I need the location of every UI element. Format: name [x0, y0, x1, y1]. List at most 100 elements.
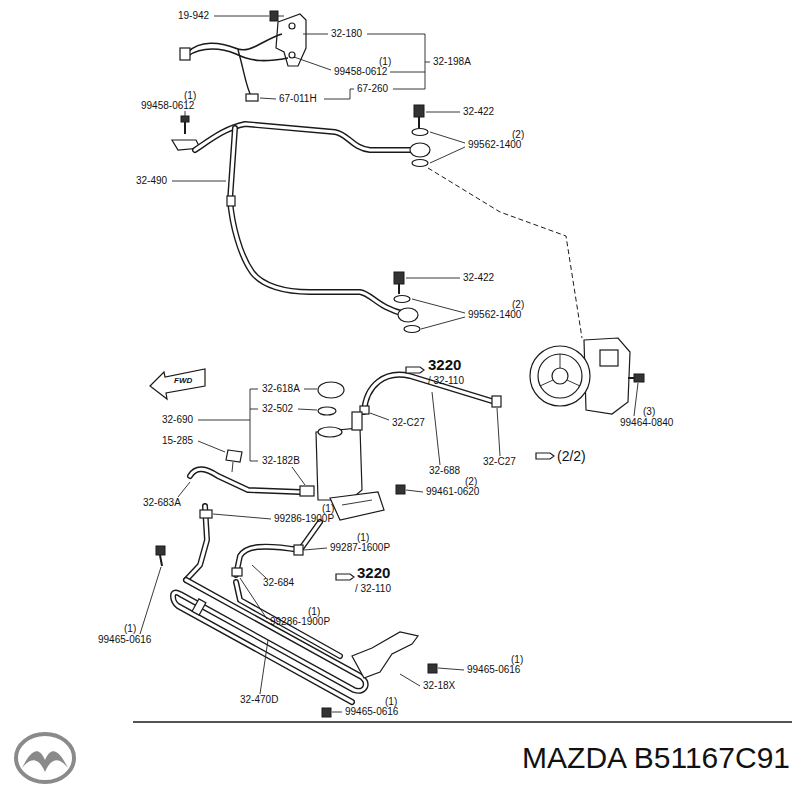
part-outline: [414, 105, 424, 117]
quantity-mark: (2/2): [557, 449, 586, 463]
part-outline: [316, 428, 362, 500]
part-number: 99465-0616: [98, 635, 151, 645]
part-outline: [230, 128, 405, 314]
leader-line: [406, 490, 423, 492]
part-outline: [394, 296, 410, 303]
part-outline: [398, 284, 400, 294]
part-outline: [22, 751, 68, 772]
part-outline: [160, 555, 162, 566]
part-outline: [418, 117, 420, 128]
quantity-mark: (1): [184, 91, 196, 101]
part-outline: [195, 124, 415, 150]
leader-line: [560, 354, 561, 368]
part-outline: [318, 427, 342, 437]
leader-line: [214, 16, 269, 17]
part-number: 32-502: [262, 404, 293, 414]
part-number: / 32-110: [355, 584, 391, 594]
leader-line: [278, 16, 284, 17]
quantity-mark: (1): [379, 57, 391, 67]
leader-line: [298, 409, 317, 410]
part-number: 99286-1900P: [270, 617, 330, 627]
part-number: 32-C27: [392, 418, 425, 428]
part-outline: [530, 346, 590, 406]
leader-line: [425, 34, 426, 89]
leader-line: [250, 389, 251, 461]
part-outline: [584, 338, 630, 414]
part-number: 32-18X: [423, 681, 455, 691]
part-number: 32-180: [331, 29, 362, 39]
part-number: 15-285: [162, 436, 193, 446]
part-outline: [173, 580, 366, 702]
part-outline: [352, 412, 362, 430]
part-number: 32-182B: [262, 456, 300, 466]
part-number: 19-942: [178, 11, 209, 21]
leader-line: [303, 34, 328, 35]
quantity-mark: (1): [357, 533, 369, 543]
leader-line: [213, 514, 271, 519]
leader-line: [332, 712, 342, 713]
leader-line: [185, 111, 186, 116]
part-number: 32-684: [263, 578, 294, 588]
leader-line: [324, 99, 350, 100]
leader-line: [400, 674, 420, 686]
part-outline: [552, 368, 568, 384]
leader-line: [140, 567, 161, 634]
part-outline: [181, 116, 189, 122]
part-outline: [16, 734, 74, 782]
part-outline: [192, 599, 206, 615]
part-outline: [406, 367, 424, 373]
part-number: 32-422: [463, 273, 494, 283]
part-outline: [227, 196, 235, 206]
part-outline: [634, 374, 644, 382]
leader-line: [567, 380, 580, 386]
leader-line: [252, 565, 266, 578]
part-number: 99465-0616: [467, 665, 520, 675]
part-outline: [184, 122, 186, 134]
part-outline: [394, 272, 404, 284]
part-outline: [428, 168, 582, 338]
part-outline: [410, 143, 430, 157]
leader-line: [430, 147, 465, 163]
part-number: 32-690: [162, 415, 193, 425]
part-number: 99562-1400: [468, 140, 521, 150]
part-outline: [322, 708, 331, 717]
part-outline: [156, 546, 165, 555]
part-outline: [364, 375, 495, 412]
leader-line: [292, 467, 305, 485]
part-outline: [428, 664, 437, 673]
part-caption: MAZDA B51167C91: [522, 743, 790, 773]
part-outline: [396, 485, 405, 494]
leader-line: [178, 482, 190, 497]
leader-line: [294, 57, 331, 70]
part-outline: [404, 326, 420, 333]
part-number: 99458-0612: [141, 101, 194, 111]
part-outline: [236, 522, 320, 575]
leader-line: [260, 640, 268, 694]
part-number: 3220: [357, 565, 390, 580]
leader-line: [497, 408, 500, 456]
leader-line: [304, 548, 327, 550]
part-outline: [232, 568, 242, 576]
part-outline: [236, 582, 340, 656]
leader-line: [304, 389, 317, 390]
part-outline: [336, 574, 354, 580]
part-outline: [236, 522, 320, 575]
part-number: 99287-1600P: [330, 543, 390, 553]
part-outline: [300, 486, 314, 496]
leader-line: [172, 181, 226, 182]
part-outline: [190, 469, 300, 492]
leader-line: [250, 389, 258, 390]
leader-line: [438, 668, 464, 670]
quantity-mark: (1): [124, 624, 136, 634]
leader-line: [412, 299, 465, 313]
quantity-mark: (1): [385, 697, 397, 707]
part-number: 99458-0612: [334, 67, 387, 77]
leader-line: [198, 441, 225, 452]
part-number: FWD: [174, 377, 192, 385]
part-outline: [330, 492, 384, 520]
part-number: 67-011H: [279, 94, 317, 104]
quantity-mark: (1): [308, 607, 320, 617]
part-outline: [492, 396, 501, 407]
leader-line: [634, 383, 638, 416]
